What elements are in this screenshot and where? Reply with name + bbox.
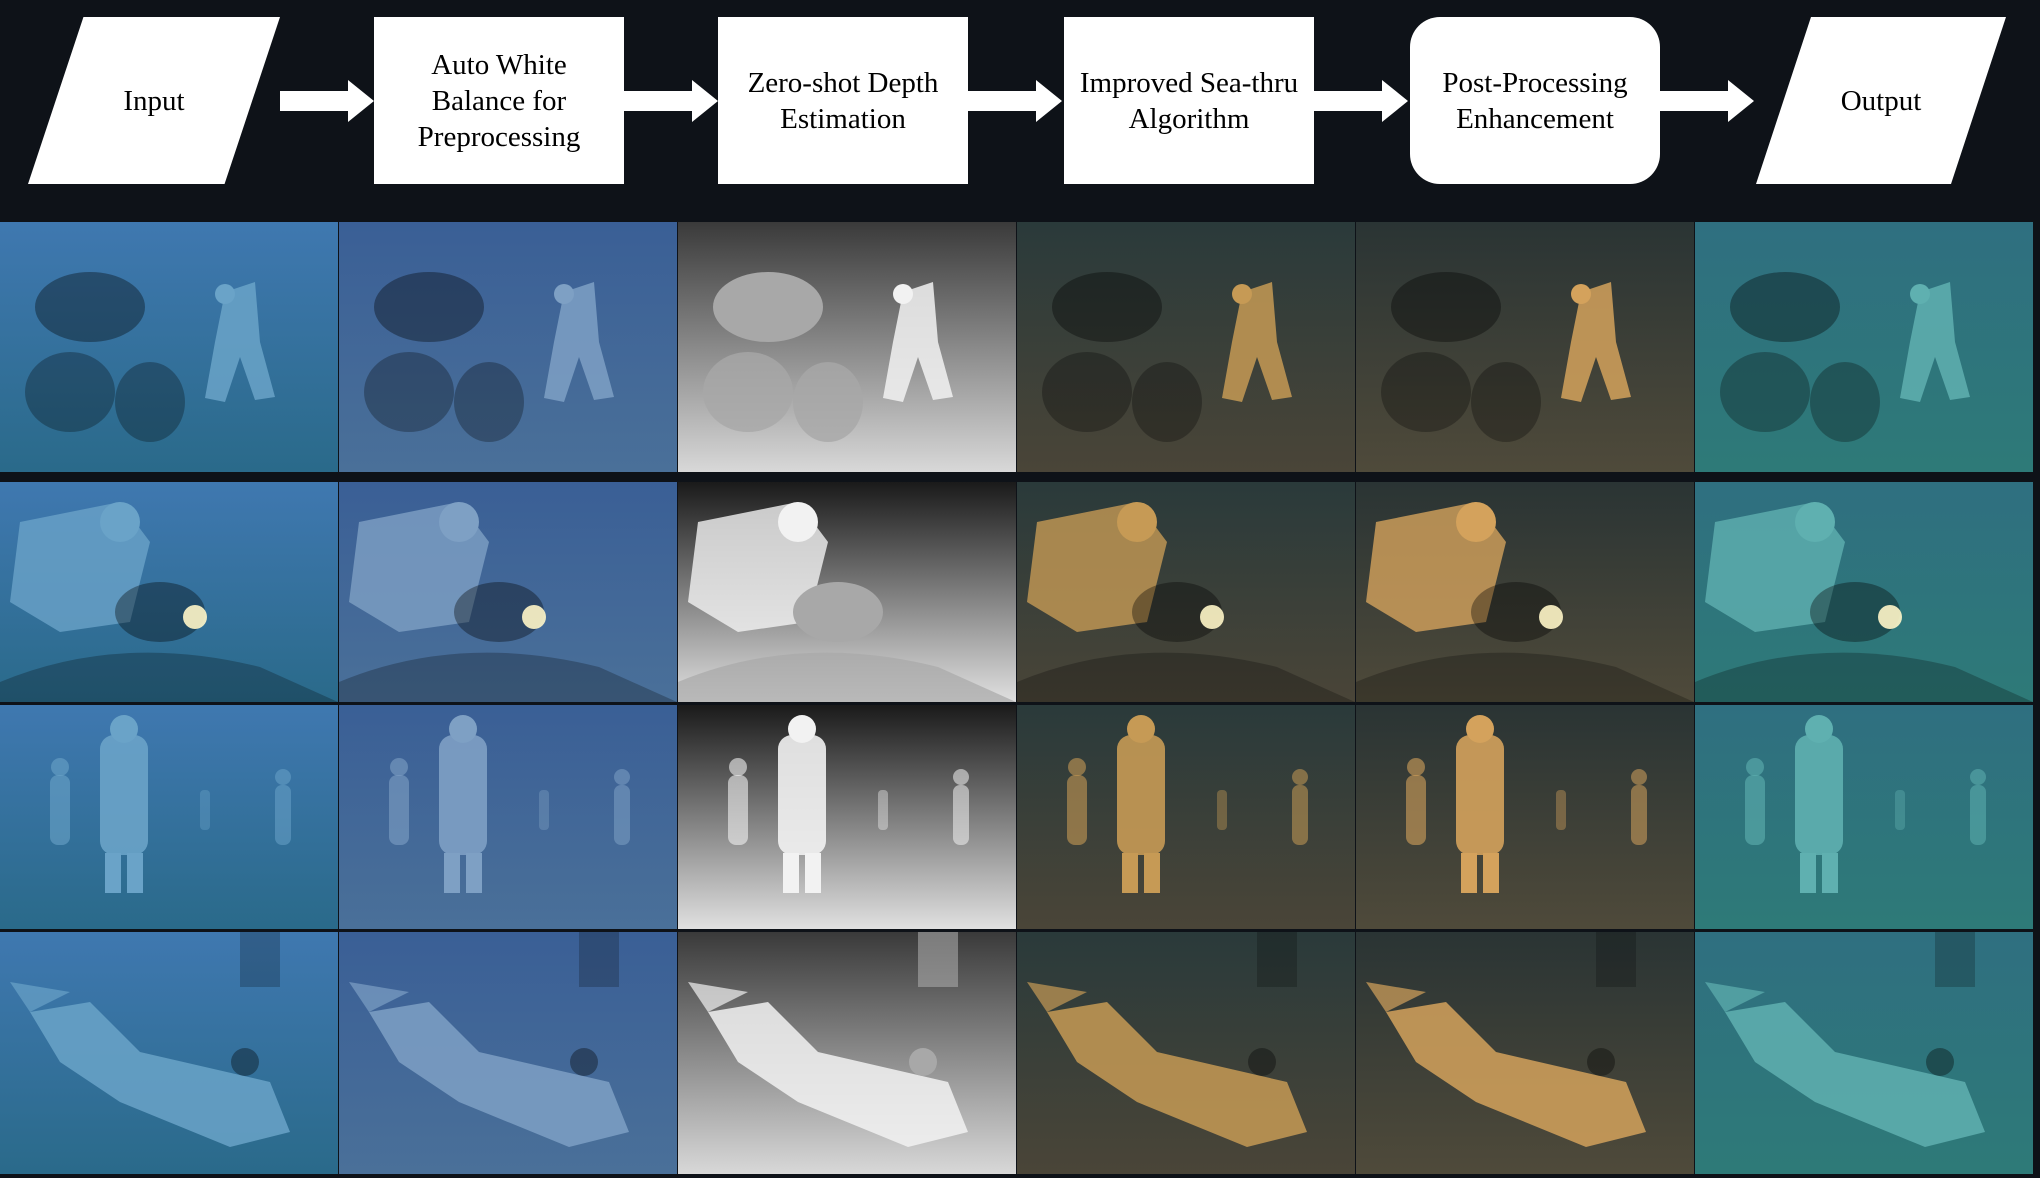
image-diver-with-light-output <box>1695 482 2033 702</box>
image-statues-sea-thru <box>1017 705 1355 929</box>
image-statues-depth-map <box>678 705 1016 929</box>
image-sunken-tail-sculpture-depth-map <box>678 932 1016 1174</box>
stage-depth-estimation-label: Zero-shot Depth Estimation <box>747 66 939 135</box>
image-diver-with-light-auto-white-balance <box>339 482 677 702</box>
image-diver-with-rocks-depth-map <box>678 222 1016 472</box>
image-sunken-tail-sculpture-output <box>1695 932 2033 1174</box>
image-statues-auto-white-balance <box>339 705 677 929</box>
arrow-1 <box>280 80 374 122</box>
image-statues-input <box>0 705 338 929</box>
image-diver-with-light-input <box>0 482 338 702</box>
stage-output-label: Output <box>1840 84 1922 117</box>
stage-input-label: Input <box>123 84 185 117</box>
image-statues-output <box>1695 705 2033 929</box>
image-diver-with-rocks-output <box>1695 222 2033 472</box>
stage-post-processing-label: Post-Processing Enhancement <box>1442 66 1628 135</box>
image-diver-with-light-post-processing <box>1356 482 1694 702</box>
stage-depth-estimation: Zero-shot Depth Estimation <box>718 17 968 184</box>
pipeline-diagram: Input Auto White Balance for Preprocessi… <box>0 0 2040 218</box>
image-sunken-tail-sculpture-input <box>0 932 338 1174</box>
stage-output: Output <box>1756 17 2006 184</box>
image-diver-with-light-depth-map <box>678 482 1016 702</box>
image-diver-with-rocks-sea-thru <box>1017 222 1355 472</box>
arrow-4 <box>1314 80 1408 122</box>
arrow-3 <box>968 80 1062 122</box>
stage-auto-white-balance-label: Auto White Balance for Preprocessing <box>417 48 581 153</box>
image-diver-with-rocks-post-processing <box>1356 222 1694 472</box>
stage-post-processing: Post-Processing Enhancement <box>1410 17 1660 184</box>
stage-auto-white-balance: Auto White Balance for Preprocessing <box>374 17 624 184</box>
image-sunken-tail-sculpture-sea-thru <box>1017 932 1355 1174</box>
image-diver-with-light-sea-thru <box>1017 482 1355 702</box>
image-sunken-tail-sculpture-auto-white-balance <box>339 932 677 1174</box>
arrow-5 <box>1660 80 1754 122</box>
image-statues-post-processing <box>1356 705 1694 929</box>
result-image-grid <box>0 218 2040 1178</box>
stage-sea-thru-label: Improved Sea-thru Algorithm <box>1079 66 1299 135</box>
image-diver-with-rocks-auto-white-balance <box>339 222 677 472</box>
image-diver-with-rocks-input <box>0 222 338 472</box>
stage-input: Input <box>28 17 280 184</box>
stage-sea-thru: Improved Sea-thru Algorithm <box>1064 17 1314 184</box>
image-sunken-tail-sculpture-post-processing <box>1356 932 1694 1174</box>
arrow-2 <box>624 80 718 122</box>
